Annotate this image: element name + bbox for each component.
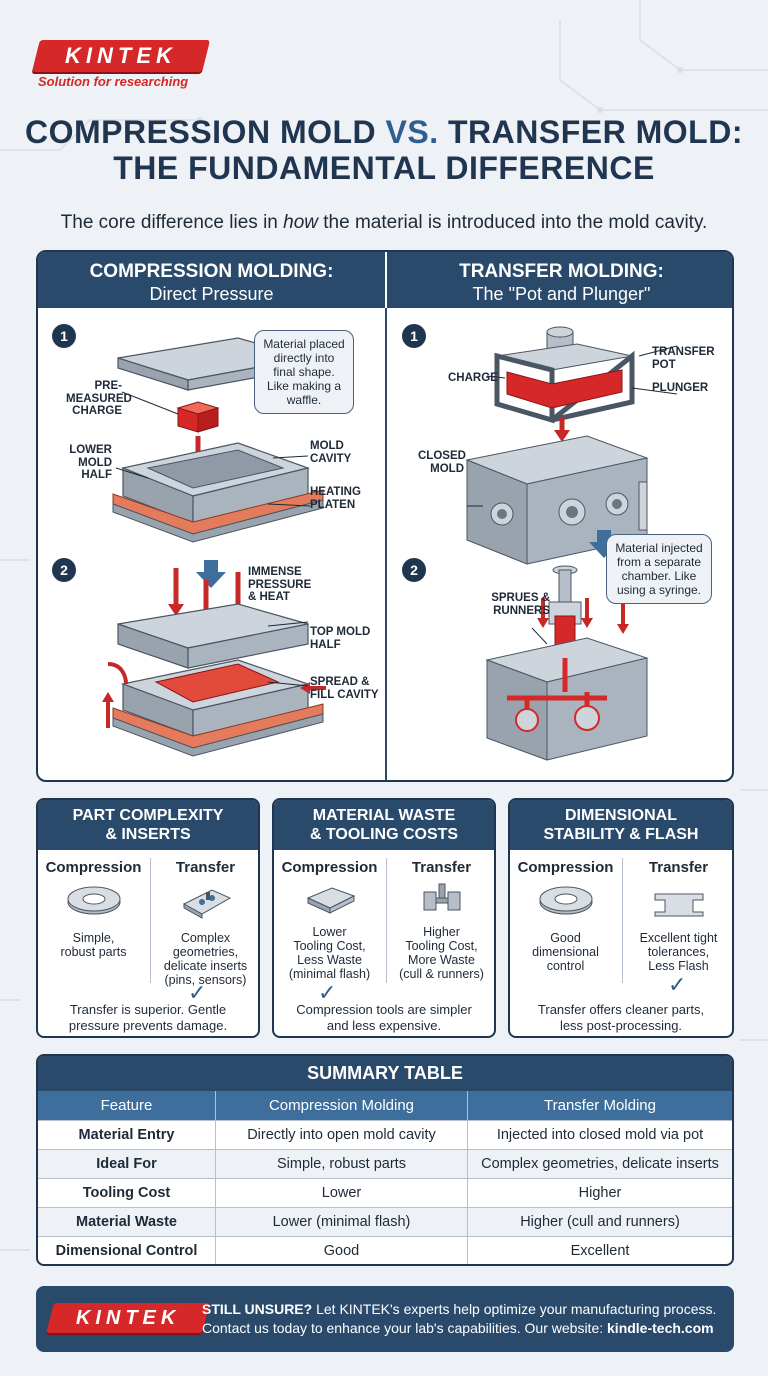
circuit-part-icon	[182, 889, 231, 919]
title-compression: COMPRESSION MOLD	[25, 114, 377, 150]
label-transfer-pot: TRANSFER POT	[652, 346, 715, 371]
compression-step-2: 2	[52, 558, 76, 582]
check-icon: ✓	[188, 980, 207, 1005]
footer-logo-text: KINTEK	[75, 1306, 181, 1329]
brand-tagline: Solution for researching	[38, 74, 189, 89]
card-footer: Transfer offers cleaner parts, less post…	[537, 1002, 705, 1033]
label-closed-mold: CLOSED MOLD	[418, 450, 466, 475]
kintek-logo[interactable]: KINTEK	[32, 40, 210, 72]
card-dimensional-stability: DIMENSIONAL STABILITY & FLASH Compressio…	[508, 798, 734, 1038]
footer-logo[interactable]: KINTEK	[46, 1303, 210, 1333]
label-pressure: IMMENSE PRESSURE & HEAT	[248, 566, 312, 603]
ring-part-icon	[539, 886, 592, 915]
transfer-heading: TRANSFER MOLDING:	[459, 261, 664, 282]
page-subtitle: The core difference lies in how the mate…	[60, 212, 708, 233]
side-arrows	[102, 662, 326, 728]
injection-assembly	[537, 565, 629, 657]
title-transfer: TRANSFER MOLD:	[448, 114, 743, 150]
table-row: Dimensional Control Good Excellent	[38, 1236, 732, 1264]
compression-bubble: Material placed directly into final shap…	[254, 330, 354, 414]
transfer-header: TRANSFER MOLDING: The "Pot and Plunger"	[387, 252, 732, 308]
table-row: Material Waste Lower (minimal flash) Hig…	[38, 1207, 732, 1236]
transfer-step-2: 2	[402, 558, 426, 582]
footer-text: STILL UNSURE? Let KINTEK's experts help …	[202, 1301, 717, 1336]
card-footer: Compression tools are simpler and less e…	[296, 1002, 472, 1033]
card-left-col: Compression Good dimensional control	[517, 859, 614, 973]
card-title: MATERIAL WASTE & TOOLING COSTS	[274, 800, 494, 850]
title-vs: VS.	[376, 114, 448, 150]
card-left-col: Compression Lower Tooling Cost, Less Was…	[281, 859, 378, 981]
table-title: SUMMARY TABLE	[38, 1056, 732, 1091]
footer-website-link[interactable]: kindle-tech.com	[607, 1320, 714, 1336]
compression-step-1: 1	[52, 324, 76, 348]
card-title: PART COMPLEXITY & INSERTS	[38, 800, 258, 850]
label-heating-platen: HEATING PLATEN	[310, 486, 361, 511]
label-mold-cavity: MOLD CAVITY	[310, 440, 352, 465]
card-right-col: Transfer Complex geometries, delicate in…	[163, 859, 248, 987]
lower-mold-step1	[112, 442, 324, 543]
table-row: Ideal For Simple, robust parts Complex g…	[38, 1149, 732, 1178]
compression-header: COMPRESSION MOLDING: Direct Pressure	[38, 252, 385, 308]
page-title-line-2: THE FUNDAMENTAL DIFFERENCE	[113, 150, 655, 186]
card-part-complexity: PART COMPLEXITY & INSERTS Compression Si…	[36, 798, 260, 1038]
ring-part-icon	[67, 886, 120, 915]
footer-cta: KINTEK STILL UNSURE? Let KINTEK's expert…	[36, 1286, 734, 1352]
label-spread-fill: SPREAD & FILL CAVITY	[310, 676, 379, 701]
card-footer: Transfer is superior. Gentle pressure pr…	[68, 1002, 228, 1033]
logo-text: KINTEK	[65, 43, 177, 68]
label-lower-mold: LOWER MOLD HALF	[69, 444, 112, 481]
card-right-col: Transfer Higher Tooling Cost, More Waste…	[399, 859, 484, 981]
label-charge: PRE- MEASURED CHARGE	[66, 380, 132, 417]
compression-heading: COMPRESSION MOLDING:	[89, 261, 334, 282]
check-icon: ✓	[668, 972, 687, 997]
page-title-line-1: COMPRESSION MOLD VS. TRANSFER MOLD:	[0, 114, 768, 151]
table-row: Tooling Cost Lower Higher	[38, 1178, 732, 1207]
runner-part-icon	[423, 883, 460, 911]
card-title: DIMENSIONAL STABILITY & FLASH	[510, 800, 732, 850]
bracket-part-icon	[654, 893, 703, 917]
check-icon: ✓	[318, 980, 337, 1005]
table-header-row: Feature Compression Molding Transfer Mol…	[38, 1091, 732, 1120]
card-left-col: Compression Simple, robust parts	[45, 859, 142, 959]
lower-mold-step2	[112, 659, 324, 757]
comparison-panel: COMPRESSION MOLDING: Direct Pressure TRA…	[36, 250, 734, 782]
top-mold-step2	[117, 603, 309, 669]
transfer-pot-assembly	[494, 326, 635, 442]
closed-mold-step2	[485, 637, 649, 761]
compression-subheading: Direct Pressure	[149, 284, 274, 304]
table-row: Material Entry Directly into open mold c…	[38, 1120, 732, 1149]
transfer-step-1: 1	[402, 324, 426, 348]
footer-lead: STILL UNSURE?	[202, 1301, 313, 1317]
label-charge-transfer: CHARGE	[448, 372, 498, 384]
down-arrow-1	[196, 560, 226, 588]
transfer-subheading: The "Pot and Plunger"	[472, 284, 651, 304]
card-material-waste: MATERIAL WASTE & TOOLING COSTS Compressi…	[272, 798, 496, 1038]
label-sprues-runners: SPRUES & RUNNERS	[491, 592, 550, 617]
transfer-bubble: Material injected from a separate chambe…	[606, 534, 712, 604]
summary-table: SUMMARY TABLE Feature Compression Moldin…	[36, 1054, 734, 1266]
panel-divider	[385, 308, 387, 780]
label-plunger: PLUNGER	[652, 382, 709, 394]
label-top-mold: TOP MOLD HALF	[310, 626, 371, 651]
card-right-col: Transfer Excellent tight tolerances, Les…	[639, 859, 718, 973]
plate-part-icon	[306, 887, 355, 914]
